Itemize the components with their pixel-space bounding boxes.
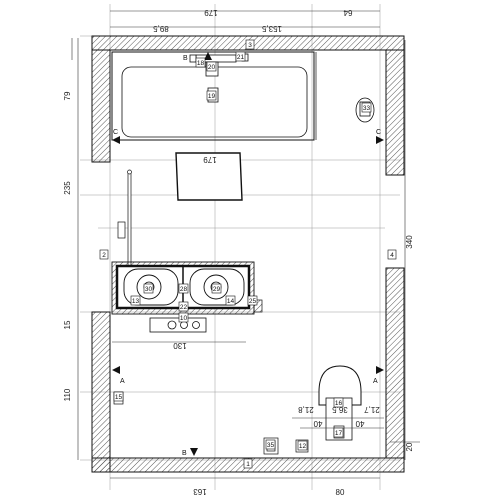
fixture-tag-21: 21 bbox=[237, 54, 245, 61]
dim-left-79: 79 bbox=[63, 91, 72, 100]
walls bbox=[91, 35, 405, 473]
wc-dim-36-5: 36,5 bbox=[332, 405, 348, 414]
dim-top-64: 64 bbox=[343, 8, 352, 17]
bath-mat-dimension: 179 bbox=[203, 155, 217, 164]
dim-top-89-5: 89,5 bbox=[153, 24, 169, 33]
towel-rail bbox=[117, 169, 132, 269]
fixture-tag-18: 18 bbox=[197, 60, 205, 67]
dim-top-179: 179 bbox=[204, 8, 218, 17]
dim-right-340: 340 bbox=[405, 235, 414, 249]
wc-dimension-texts: 21,8 36,5 21,7 40 40 bbox=[298, 405, 380, 428]
fixture-tag-15: 15 bbox=[115, 394, 123, 401]
dim-left-15: 15 bbox=[63, 320, 72, 329]
fixture-tag-30: 30 bbox=[145, 286, 153, 293]
dim-counter-130: 130 bbox=[173, 341, 187, 350]
wc-dim-21-8: 21,8 bbox=[298, 405, 314, 414]
fixture-tag-13: 13 bbox=[132, 298, 140, 305]
dimension-lines bbox=[71, 10, 420, 479]
section-label-left-A: A bbox=[120, 378, 125, 385]
dimension-texts: 179 64 89,5 153,5 163 80 79 235 15 110 3… bbox=[63, 8, 414, 497]
section-arrow-right-C bbox=[376, 136, 384, 144]
bath-mat: 179 bbox=[175, 152, 243, 201]
section-label-top-B: B bbox=[183, 55, 188, 62]
dim-right-20: 20 bbox=[405, 442, 414, 451]
section-arrow-left-C bbox=[112, 136, 120, 144]
wall-tag-4: 4 bbox=[390, 252, 394, 259]
fixture-tag-12: 12 bbox=[299, 443, 307, 450]
fixture-tag-28: 28 bbox=[180, 286, 188, 293]
dim-bottom-80: 80 bbox=[336, 488, 345, 497]
dim-bottom-163: 163 bbox=[193, 487, 207, 496]
fixture-tag-17: 17 bbox=[335, 430, 343, 437]
wc-dim-21-7: 21,7 bbox=[364, 405, 380, 414]
fixture-tag-16: 16 bbox=[335, 400, 343, 407]
fixture-tag-20: 20 bbox=[208, 64, 216, 71]
fixture-tag-10: 10 bbox=[180, 315, 188, 322]
dim-left-235: 235 bbox=[63, 181, 72, 195]
section-arrow-top-B bbox=[204, 52, 212, 60]
dim-top-153-5: 153,5 bbox=[261, 24, 282, 33]
fixture-tag-boxes bbox=[113, 51, 372, 451]
wc-dim-40-right: 40 bbox=[355, 419, 364, 428]
fixture-tag-35: 35 bbox=[267, 442, 275, 449]
section-arrow-bottom-B bbox=[190, 448, 198, 456]
section-label-left-C: C bbox=[113, 129, 118, 136]
section-label-bottom-B: B bbox=[182, 450, 187, 457]
fixture-tag-29: 29 bbox=[213, 286, 221, 293]
section-label-right-A: A bbox=[373, 378, 378, 385]
fixture-tag-33: 33 bbox=[363, 105, 371, 112]
section-arrow-left-A bbox=[112, 366, 120, 374]
wc-dim-40-left: 40 bbox=[313, 419, 322, 428]
wall-tags bbox=[99, 39, 397, 469]
wall-tag-1: 1 bbox=[246, 461, 250, 468]
section-markers: A A B B C C bbox=[112, 52, 384, 457]
vanity-drawer bbox=[149, 317, 207, 333]
section-label-right-C: C bbox=[376, 129, 381, 136]
fixture-tag-14: 14 bbox=[227, 298, 235, 305]
fixture-tag-22: 22 bbox=[180, 304, 188, 311]
fixture-tag-25: 25 bbox=[249, 298, 257, 305]
dim-left-110: 110 bbox=[63, 388, 72, 401]
section-arrow-right-A bbox=[376, 366, 384, 374]
wall-tag-2: 2 bbox=[102, 252, 106, 259]
wall-tag-3: 3 bbox=[248, 42, 252, 49]
fixture-tag-19: 19 bbox=[208, 93, 216, 100]
